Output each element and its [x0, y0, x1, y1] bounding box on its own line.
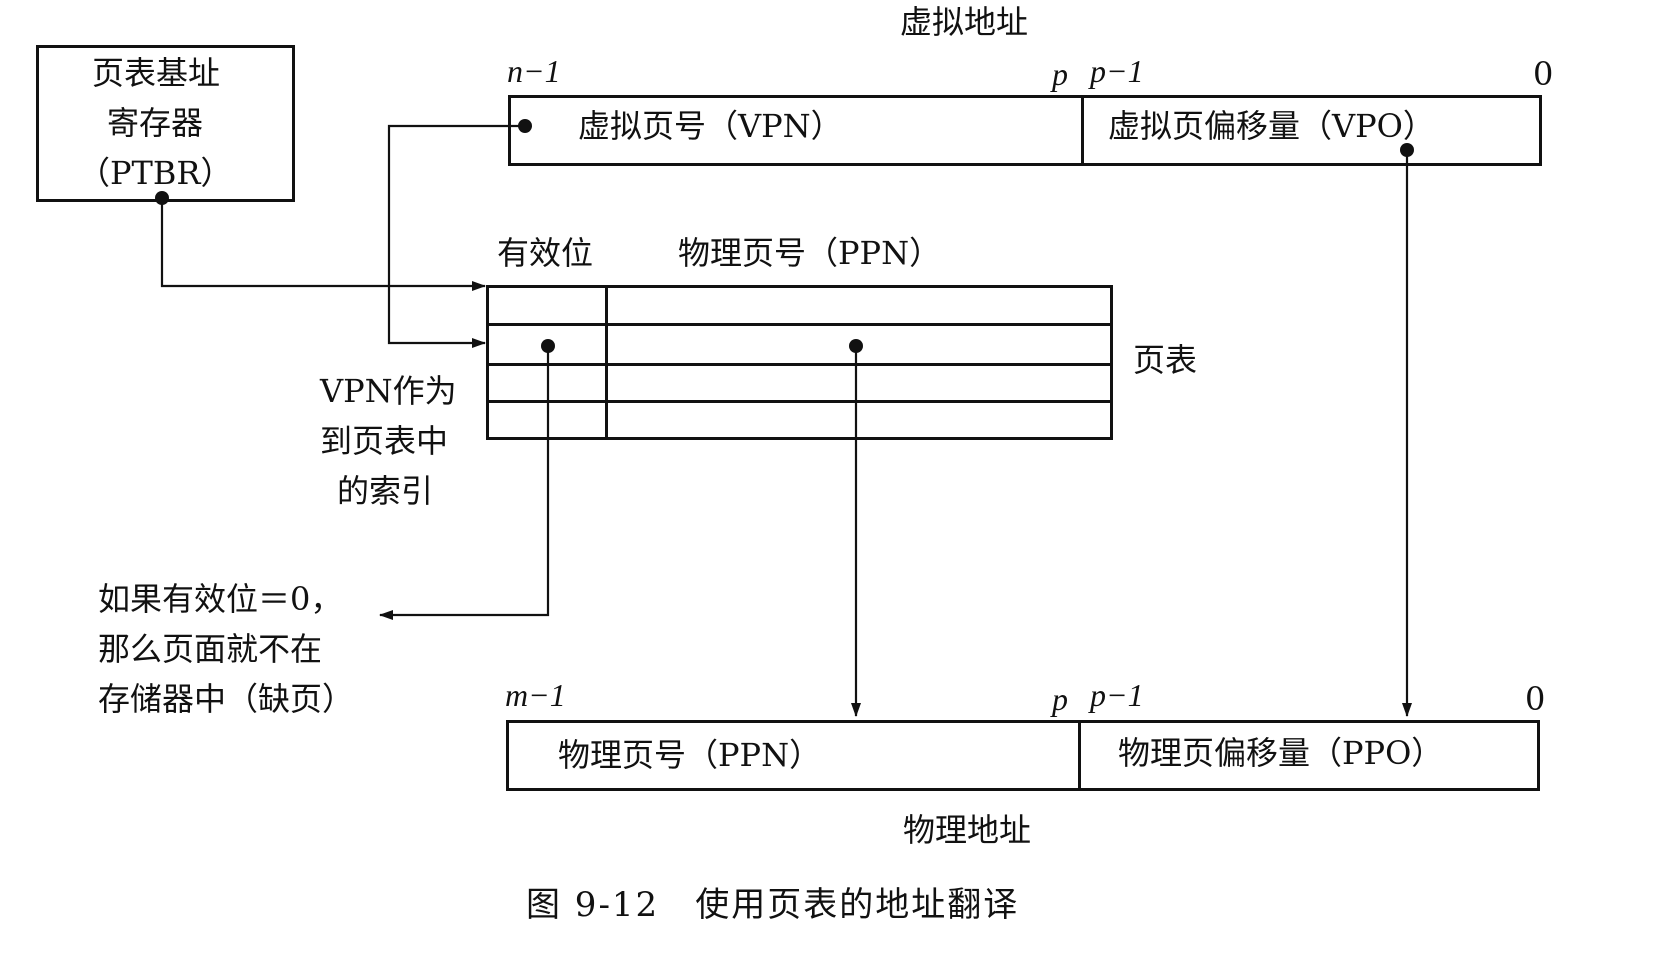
pa-bit-p: p: [1052, 681, 1068, 717]
ppn-column-header: 物理页号（PPN）: [678, 234, 942, 272]
ppn-ppo-divider: [1078, 720, 1081, 791]
vpn-dot: [518, 119, 532, 133]
fault-note-line2: 那么页面就不在: [98, 630, 323, 668]
page-table-row-divider-1: [486, 323, 1113, 326]
ppn-field-label: 物理页号（PPN）: [558, 736, 822, 774]
physical-address-title: 物理地址: [903, 811, 1032, 849]
pa-bit-p-minus-1: p−1: [1090, 677, 1144, 713]
fault-note-line1: 如果有效位＝0，: [98, 580, 343, 618]
page-table: [486, 285, 1113, 440]
index-note-line2: 到页表中: [320, 422, 449, 460]
ppo-field-label: 物理页偏移量（PPO）: [1118, 734, 1444, 772]
vpn-field-label: 虚拟页号（VPN）: [578, 107, 843, 145]
va-bit-p-minus-1: p−1: [1090, 53, 1144, 89]
va-bit-p: p: [1052, 56, 1068, 92]
ptbr-arrow: [160, 198, 486, 291]
fault-note-line3: 存储器中（缺页）: [98, 680, 355, 718]
pa-bit-0: 0: [1525, 680, 1546, 718]
vpo-dot: [1400, 143, 1414, 157]
va-bit-0: 0: [1533, 55, 1554, 93]
figure-caption: 图 9-12 使用页表的地址翻译: [526, 885, 1020, 925]
fault-arrow: [379, 346, 550, 620]
ptbr-box: [36, 45, 295, 202]
valid-bit-header: 有效位: [497, 234, 594, 272]
ptbr-line1: 页表基址: [92, 54, 221, 92]
virtual-address-title: 虚拟地址: [900, 3, 1029, 41]
page-table-row-divider-2: [486, 363, 1113, 366]
index-note-line1: VPN作为: [320, 372, 457, 410]
va-bit-n-minus-1: n−1: [507, 53, 561, 89]
physical-address-register: [506, 720, 1540, 791]
page-table-label: 页表: [1133, 341, 1198, 379]
page-table-column-divider: [605, 285, 608, 440]
pa-bit-m-minus-1: m−1: [505, 677, 566, 713]
vpo-field-label: 虚拟页偏移量（VPO）: [1108, 107, 1435, 145]
vpn-vpo-divider: [1081, 95, 1084, 166]
index-note-line3: 的索引: [337, 472, 434, 510]
vpn-index-arrow: [387, 124, 525, 348]
ptbr-line3: （PTBR）: [78, 154, 233, 192]
ptbr-line2: 寄存器: [107, 104, 204, 142]
page-table-row-divider-3: [486, 400, 1113, 403]
virtual-address-register: [508, 95, 1542, 166]
valid-bit-dot: [541, 339, 555, 353]
ppn-dot: [849, 339, 863, 353]
